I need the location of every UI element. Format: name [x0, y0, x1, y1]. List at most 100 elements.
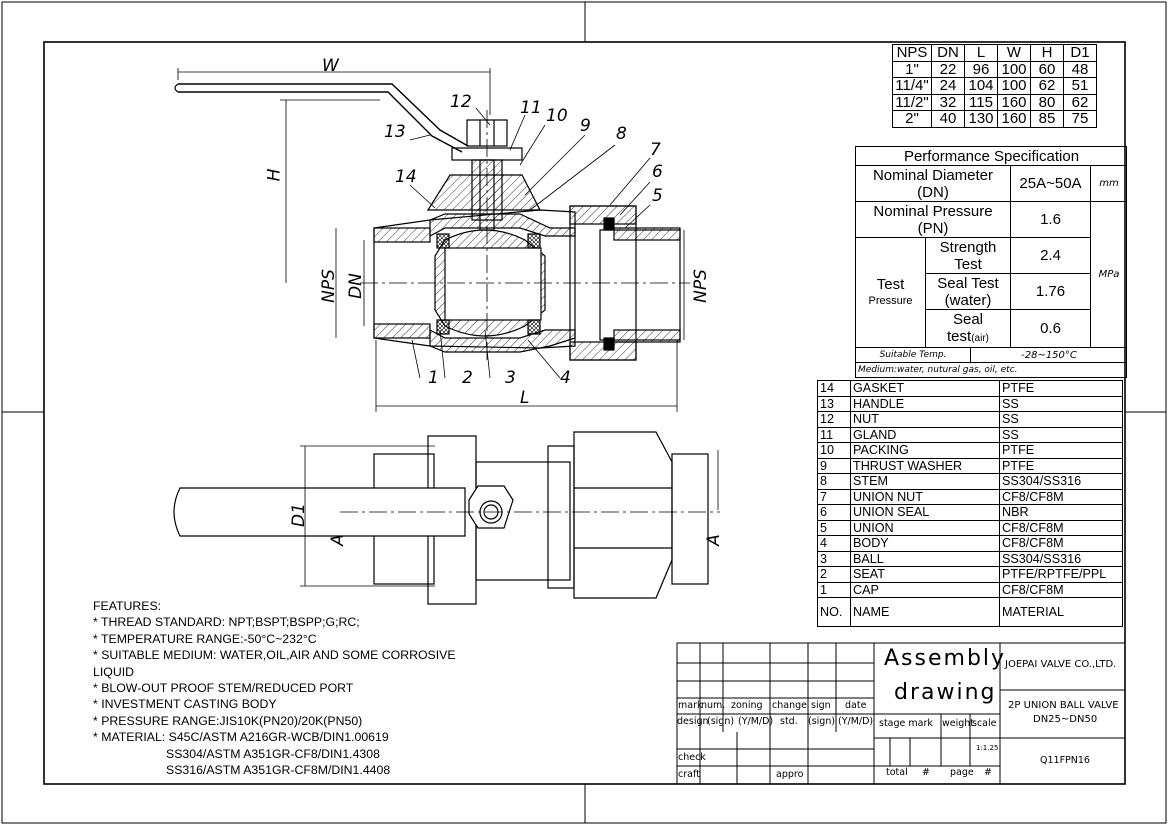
dim-w-label: W	[322, 56, 339, 76]
dim-l-label: L	[520, 388, 530, 408]
callout-14: 14	[395, 167, 417, 187]
part-name: NUT	[850, 411, 1000, 428]
perf-pressure-label: Pressure	[868, 294, 913, 307]
parts-header-no: NO.	[817, 597, 851, 627]
callout-2: 2	[462, 368, 473, 388]
part-name: PACKING	[850, 442, 1000, 459]
tb-design: design	[677, 716, 709, 727]
part-no: 1	[817, 581, 851, 598]
perf-dn-unit: mm	[1090, 165, 1127, 201]
part-no: 11	[817, 426, 851, 443]
dim-dn-label: DN	[345, 273, 366, 299]
title-assembly: Assembly	[884, 646, 1007, 671]
part-no: 13	[817, 395, 851, 412]
perf-test-pressure: Test Pressure	[855, 237, 925, 347]
cell: 85	[1030, 110, 1064, 128]
part-name: UNION NUT	[850, 488, 1000, 505]
callout-3: 3	[505, 368, 516, 388]
table-row: 11/4" 24 104 100 62 51	[892, 77, 1097, 95]
cell: 60	[1030, 60, 1064, 78]
feature-item: * BLOW-OUT PROOF STEM/REDUCED PORT	[93, 681, 354, 696]
cell: 96	[964, 60, 998, 78]
callout-6: 6	[652, 162, 663, 182]
part-material: PTFE	[999, 442, 1123, 459]
cell: 11/4"	[892, 77, 932, 95]
part-material: NBR	[999, 504, 1123, 521]
feature-item: * SUITABLE MEDIUM: WATER,OIL,AIR AND SOM…	[93, 648, 456, 663]
part-name: HANDLE	[850, 395, 1000, 412]
features-title: FEATURES:	[93, 599, 162, 613]
tb-stage-mark: stage mark	[879, 718, 933, 729]
performance-specification: Performance Specification Nominal Diamet…	[855, 146, 1127, 378]
perf-test-air-label: test	[947, 327, 972, 345]
section-view	[174, 68, 690, 412]
tb-std: std.	[780, 716, 798, 727]
part-name: STEM	[850, 473, 1000, 490]
cell: 104	[964, 77, 998, 95]
perf-dn-label: (DN)	[917, 183, 949, 201]
title-drawing: drawing	[894, 680, 997, 705]
callout-9: 9	[580, 116, 591, 136]
part-material: CF8/CF8M	[999, 488, 1123, 505]
table-row: 11/2" 32 115 160 80 62	[892, 93, 1097, 111]
part-name: THRUST WASHER	[850, 457, 1000, 474]
feature-material-line: SS316/ASTM A351GR-CF8M/DIN1.4408	[166, 763, 391, 778]
feature-item: * INVESTMENT CASTING BODY	[93, 697, 277, 712]
perf-seal-water-value: 1.76	[1010, 273, 1090, 309]
parts-header-name: NAME	[850, 597, 1000, 627]
callout-4: 4	[560, 368, 571, 388]
perf-seal-air-value: 0.6	[1010, 309, 1090, 347]
part-material: SS	[999, 411, 1123, 428]
tb-std-sign: (sign)	[808, 716, 836, 727]
header-cell: NPS	[892, 44, 932, 62]
feature-item: LIQUID	[93, 664, 134, 679]
perf-strength-value: 2.4	[1010, 237, 1090, 273]
perf-air-label: (air)	[971, 332, 989, 344]
cell: 130	[964, 110, 998, 128]
cell: 40	[931, 110, 965, 128]
perf-seal-label: Seal	[952, 310, 984, 328]
tb-total: total	[886, 767, 908, 778]
callout-1: 1	[428, 368, 439, 388]
part-name: UNION SEAL	[850, 504, 1000, 521]
cell: 100	[997, 77, 1031, 95]
cell: 11/2"	[892, 93, 932, 111]
cell: 62	[1063, 93, 1097, 111]
perf-title: Performance Specification	[855, 146, 1127, 165]
part-no: 9	[817, 457, 851, 474]
dim-nps-right-label: NPS	[690, 269, 711, 303]
perf-nominal-diameter-label: Nominal Diameter	[872, 166, 994, 184]
callout-7: 7	[650, 140, 661, 160]
tb-craft: craft	[678, 769, 700, 780]
part-no: 4	[817, 535, 851, 552]
tb-hash-1: #	[922, 767, 930, 778]
drawing-code: Q11FPN16	[1040, 755, 1090, 766]
cell: 115	[964, 93, 998, 111]
cell: 22	[931, 60, 965, 78]
cell: 62	[1030, 77, 1064, 95]
cell: 1"	[892, 60, 932, 78]
tb-hash-2: #	[984, 767, 992, 778]
company-name: JOEPAI VALVE CO.,LTD.	[1005, 659, 1117, 670]
part-material: CF8/CF8M	[999, 519, 1123, 536]
cell: 48	[1063, 60, 1097, 78]
perf-nominal-pressure-label: Nominal Pressure	[873, 202, 993, 220]
cell: 32	[931, 93, 965, 111]
perf-pn-label: (PN)	[917, 219, 949, 237]
cell: 2"	[892, 110, 932, 128]
part-name: GASKET	[850, 380, 1000, 397]
part-material: PTFE	[999, 380, 1123, 397]
perf-dn-value: 25A~50A	[1010, 165, 1090, 201]
dim-h-label: H	[264, 168, 285, 182]
cell: 24	[931, 77, 965, 95]
part-material: PTFE	[999, 457, 1123, 474]
part-material: PTFE/RPTFE/PPL	[999, 566, 1123, 583]
part-material: SS304/SS316	[999, 473, 1123, 490]
